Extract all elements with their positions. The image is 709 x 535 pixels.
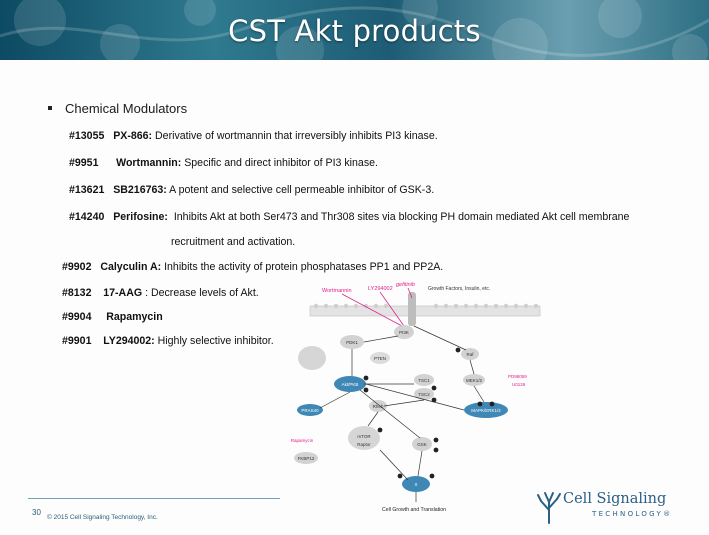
product-name: Perifosine: — [113, 211, 168, 223]
catalog-number: #13621 — [69, 184, 105, 196]
node-tsc2 — [414, 388, 434, 400]
node-mapk — [464, 402, 508, 418]
node-label: PTEN — [374, 356, 386, 361]
diagram-label: U0126 — [512, 382, 526, 387]
node-pten — [370, 352, 390, 364]
diagram-label: gefitinib — [396, 282, 415, 288]
list-item: #9951 Wortmannin: Specific and direct in… — [69, 157, 378, 169]
diagram-label: Growth Factors, Insulin, etc. — [428, 286, 490, 292]
product-name: SB216763: — [113, 184, 167, 196]
diagram-label: Wortmannin — [322, 288, 352, 294]
node-fkbp — [294, 452, 318, 464]
node-label: Akt/PKB — [342, 382, 359, 387]
node-pdk1 — [340, 335, 364, 349]
node-label: FKBP12 — [298, 456, 315, 461]
product-name: PX-866: — [113, 130, 153, 142]
product-desc: Derivative of wortmannin that irreversib… — [155, 130, 438, 142]
list-item: #9904 Rapamycin — [62, 311, 163, 323]
catalog-number: #13055 — [69, 130, 105, 142]
product-desc: Inhibits the activity of protein phospha… — [164, 261, 444, 273]
product-desc: Inhibits Akt at both Ser473 and Thr308 s… — [173, 211, 630, 223]
logo-wordmark: Cell Signaling — [563, 491, 667, 507]
bullet-icon — [48, 106, 52, 110]
node-label: Rapamycin — [291, 438, 314, 443]
node-rheb — [369, 400, 387, 412]
product-desc: : Decrease levels of Akt. — [145, 287, 259, 299]
node-gsk — [412, 437, 432, 451]
node-pi3k — [394, 325, 414, 339]
product-name: LY294002: — [103, 335, 155, 347]
node-label: MEK1/2 — [466, 378, 483, 383]
catalog-number: #9951 — [69, 157, 99, 169]
product-name: Wortmannin: — [116, 157, 182, 169]
list-item: #14240 Perifosine: Inhibits Akt at both … — [69, 211, 629, 223]
catalog-number: #9901 — [62, 335, 92, 347]
node-tsc1 — [414, 374, 434, 386]
diagram-label: PD98059 — [508, 374, 527, 379]
tree-logo-icon — [537, 492, 561, 524]
list-item: #9902 Calyculin A: Inhibits the activity… — [62, 261, 443, 273]
product-desc-continued: recruitment and activation. — [171, 236, 296, 248]
list-item: #13055 PX-866: Derivative of wortmannin … — [69, 130, 438, 142]
catalog-number: #8132 — [62, 287, 92, 299]
list-item: #9901 LY294002: Highly selective inhibit… — [62, 335, 274, 347]
banner-texture-icon — [0, 0, 709, 60]
node-label: MAPK/ERK1/2 — [471, 408, 501, 413]
node-label: Raptor — [357, 442, 371, 447]
node-output — [402, 476, 430, 492]
list-item: #13621 SB216763: A potent and selective … — [69, 184, 434, 196]
copyright-text: © 2015 Cell Signaling Technology, Inc. — [47, 514, 158, 521]
product-desc: A potent and selective cell permeable in… — [169, 184, 435, 196]
node-mek — [463, 374, 485, 386]
node-label: Raf — [466, 352, 474, 357]
node-label: PI3K — [399, 330, 409, 335]
cst-logo: Cell Signaling TECHNOLOGY® — [536, 488, 706, 528]
footer-divider — [28, 498, 280, 499]
catalog-number: #14240 — [69, 211, 105, 223]
section-heading: Chemical Modulators — [65, 101, 188, 116]
catalog-number: #9904 — [62, 311, 92, 323]
node-label: Rheb — [373, 404, 384, 409]
page-number: 30 — [32, 508, 41, 517]
node-label: PRAS40 — [301, 408, 319, 413]
node-complex — [298, 346, 326, 370]
node-akt — [334, 376, 366, 392]
node-label: GSK — [417, 442, 427, 447]
diagram-output-label: Cell Growth and Translation — [382, 507, 446, 513]
header-banner: CST Akt products — [0, 0, 709, 60]
node-raf — [461, 348, 479, 360]
node-pras40 — [297, 404, 323, 416]
node-mtor — [348, 426, 380, 450]
product-name: Calyculin A: — [100, 261, 162, 273]
akt-pathway-diagram: Wortmannin LY294002 gefitinib Growth Fac… — [291, 282, 541, 513]
node-label: TSC1 — [418, 378, 430, 383]
product-name: 17-AAG — [103, 287, 143, 299]
node-label: PDK1 — [346, 340, 358, 345]
node-label: X — [414, 482, 417, 487]
product-desc: Highly selective inhibitor. — [157, 335, 274, 347]
node-label: TSC2 — [418, 392, 430, 397]
catalog-number: #9902 — [62, 261, 92, 273]
page-title: CST Akt products — [228, 14, 481, 48]
diagram-label: LY294002 — [368, 286, 393, 292]
product-desc: Specific and direct inhibitor of PI3 kin… — [184, 157, 378, 169]
cell-membrane — [309, 292, 541, 326]
list-item: #8132 17-AAG : Decrease levels of Akt. — [62, 287, 259, 299]
node-label: mTOR — [357, 434, 371, 439]
logo-subtitle: TECHNOLOGY® — [592, 510, 673, 518]
product-name: Rapamycin — [106, 311, 163, 323]
